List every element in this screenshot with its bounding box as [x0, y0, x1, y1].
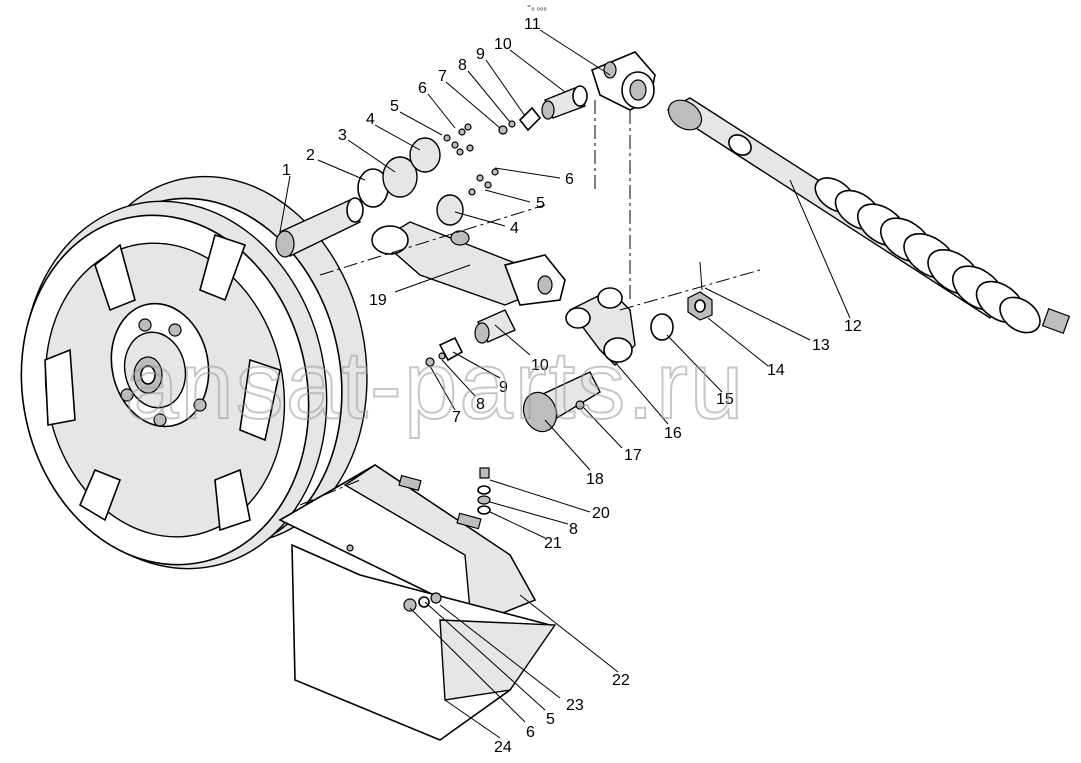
callout-2: 2 — [306, 147, 315, 164]
callout-labels: 1 2 3 4 5 6 7 8 9 10 11 6 5 4 19 12 13 1… — [282, 16, 862, 756]
callout-15: 15 — [716, 391, 734, 408]
callout-18: 18 — [586, 471, 604, 488]
callout-21: 21 — [544, 535, 562, 552]
callout-3: 3 — [338, 127, 347, 144]
pin-18 — [522, 371, 601, 433]
callout-6c: 6 — [526, 724, 535, 741]
callout-11: 11 — [524, 16, 541, 33]
plate — [382, 156, 418, 198]
callout-13: 13 — [812, 337, 830, 354]
fasteners-upper — [443, 120, 516, 196]
callout-5b: 5 — [536, 195, 545, 212]
callout-7b: 7 — [452, 409, 461, 426]
flange-lower — [436, 194, 464, 226]
callout-5: 5 — [390, 98, 399, 115]
axle-shaft — [275, 197, 364, 258]
callout-6: 6 — [418, 80, 427, 97]
grease-fitting — [575, 400, 585, 410]
crank-lever — [371, 221, 566, 306]
callout-10b: 10 — [531, 357, 549, 374]
cotter-pin — [699, 261, 703, 291]
callout-9: 9 — [476, 46, 485, 63]
flange-upper — [409, 137, 441, 173]
yoke-fork — [591, 51, 656, 111]
castle-nut — [687, 291, 713, 321]
callout-9b: 9 — [499, 379, 508, 396]
callout-20: 20 — [592, 505, 610, 522]
callout-10: 10 — [494, 36, 512, 53]
callout-7: 7 — [438, 68, 447, 85]
callout-8b: 8 — [476, 396, 485, 413]
callout-5c: 5 — [546, 711, 555, 728]
tensioner-rod — [666, 97, 1071, 334]
callout-8c: 8 — [569, 521, 578, 538]
callout-16: 16 — [664, 425, 682, 442]
bolt-20 — [477, 467, 491, 515]
guard-shield — [291, 543, 557, 741]
callout-19: 19 — [369, 292, 387, 309]
callout-8: 8 — [458, 57, 467, 74]
callout-4: 4 — [366, 111, 375, 128]
callout-14: 14 — [767, 362, 785, 379]
leader-lines — [279, 29, 851, 739]
callout-17: 17 — [624, 447, 642, 464]
callout-4b: 4 — [510, 220, 519, 237]
callout-6b: 6 — [565, 171, 574, 188]
callout-12: 12 — [844, 318, 862, 335]
assembly-axes — [299, 100, 761, 506]
callout-22: 22 — [612, 672, 630, 689]
link-arm — [565, 287, 636, 366]
bushing-upper — [541, 85, 588, 120]
callout-24: 24 — [494, 739, 512, 756]
header-mark: ⁼₀ ₀₀₀ — [527, 3, 547, 12]
watermark: ansat-parts.ru — [125, 332, 745, 439]
washer-15 — [650, 313, 674, 341]
lock-plate-upper — [518, 106, 542, 132]
callout-23: 23 — [566, 697, 584, 714]
callout-1: 1 — [282, 162, 291, 179]
fasteners-guard — [403, 592, 442, 612]
idler-wheel — [20, 175, 368, 570]
